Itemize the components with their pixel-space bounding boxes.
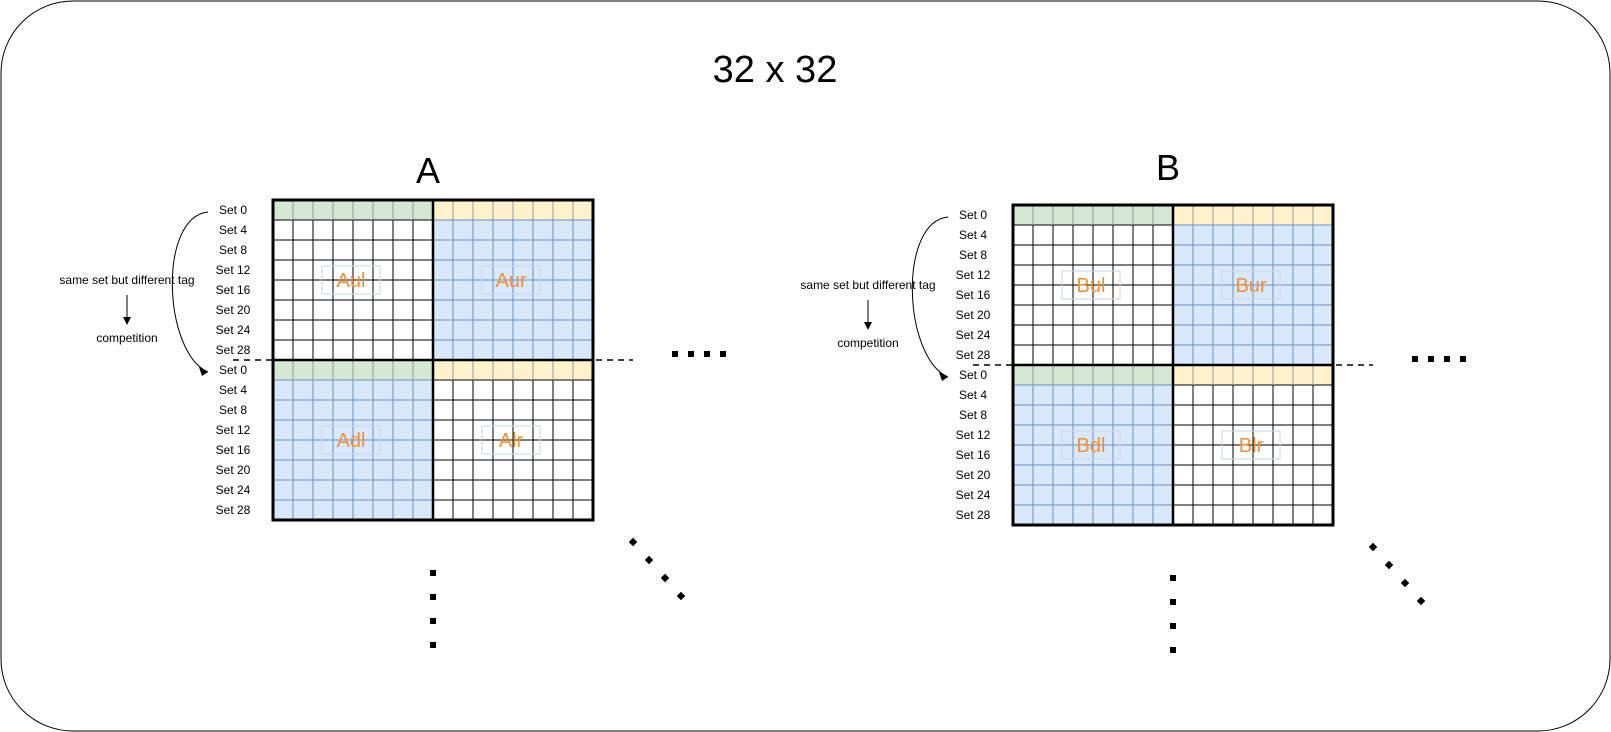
- set-label: Set 24: [216, 483, 251, 497]
- set-label: Set 4: [219, 223, 247, 237]
- quadrant-blr: Blr: [1173, 365, 1333, 525]
- ellipsis-dot: [1400, 578, 1410, 588]
- quadrant-label-box: [1061, 270, 1121, 300]
- annotation-competition: competition: [96, 331, 157, 345]
- quadrant-label: Alr: [499, 430, 524, 452]
- ellipsis-dot: [1170, 599, 1176, 605]
- quadrant-bur: Bur: [1173, 205, 1333, 365]
- quadrant-label-box: [1061, 430, 1121, 460]
- quadrant-label-box: [321, 425, 381, 455]
- annotation-same-set: same set but different tag: [800, 278, 935, 292]
- quadrant-label: Bdl: [1077, 435, 1106, 457]
- annotation-same-set: same set but different tag: [59, 273, 194, 287]
- ellipsis-dot: [676, 591, 686, 601]
- ellipsis-dot: [704, 351, 710, 357]
- quadrant-label: Adl: [337, 430, 366, 452]
- ellipsis-dot: [660, 573, 670, 583]
- set-label: Set 8: [219, 403, 247, 417]
- ellipsis-dot: [720, 351, 726, 357]
- set-label: Set 0: [219, 363, 247, 377]
- quadrant-label: Aur: [495, 270, 526, 292]
- quadrant-label-box: [481, 425, 541, 455]
- ellipsis-dot: [430, 594, 436, 600]
- diagram-title: 32 x 32: [713, 49, 838, 91]
- set-label: Set 24: [216, 323, 251, 337]
- ellipsis-dot: [1444, 356, 1450, 362]
- set-label: Set 12: [216, 263, 251, 277]
- set-label: Set 8: [959, 408, 987, 422]
- ellipsis-dot: [1170, 647, 1176, 653]
- ellipsis-dot: [1170, 623, 1176, 629]
- ellipsis-dot: [1460, 356, 1466, 362]
- set-label: Set 0: [959, 208, 987, 222]
- set-label: Set 4: [959, 388, 987, 402]
- set-label: Set 20: [956, 468, 991, 482]
- set-label: Set 16: [956, 288, 991, 302]
- quadrant-bdl: Bdl: [1013, 365, 1173, 525]
- ellipsis-dot: [1384, 560, 1394, 570]
- quadrant-label-box: [321, 265, 381, 295]
- set-label: Set 16: [956, 448, 991, 462]
- ellipsis-dot: [1412, 356, 1418, 362]
- ellipsis-dot: [1416, 596, 1426, 606]
- ellipsis-dot: [430, 618, 436, 624]
- set-label: Set 12: [956, 268, 991, 282]
- set-label: Set 4: [219, 383, 247, 397]
- matrix-title: B: [1156, 147, 1180, 188]
- ellipsis-dot: [430, 642, 436, 648]
- ellipsis-dot: [1428, 356, 1434, 362]
- ellipsis-dot: [672, 351, 678, 357]
- set-label: Set 8: [219, 243, 247, 257]
- quadrant-aur: Aur: [433, 200, 593, 360]
- competition-curve-arrow: [171, 211, 209, 373]
- set-label: Set 0: [219, 203, 247, 217]
- quadrant-label: Aul: [337, 270, 366, 292]
- quadrant-label-box: [1221, 430, 1281, 460]
- ellipsis-dot: [644, 555, 654, 565]
- set-label: Set 12: [956, 428, 991, 442]
- set-label: Set 24: [956, 328, 991, 342]
- quadrant-label: Bur: [1235, 275, 1266, 297]
- set-label: Set 16: [216, 283, 251, 297]
- set-label: Set 28: [956, 508, 991, 522]
- ellipsis-dot: [1368, 542, 1378, 552]
- set-label: Set 28: [216, 503, 251, 517]
- set-label: Set 8: [959, 248, 987, 262]
- quadrant-adl: Adl: [273, 360, 433, 520]
- set-label: Set 28: [956, 348, 991, 362]
- quadrant-label-box: [1221, 270, 1281, 300]
- ellipsis-dot: [688, 351, 694, 357]
- set-label: Set 4: [959, 228, 987, 242]
- set-label: Set 20: [216, 463, 251, 477]
- set-label: Set 0: [959, 368, 987, 382]
- annotation-competition: competition: [837, 336, 898, 350]
- ellipsis-dot: [628, 537, 638, 547]
- quadrant-aul: Aul: [273, 200, 433, 360]
- set-label: Set 16: [216, 443, 251, 457]
- ellipsis-dot: [1170, 575, 1176, 581]
- ellipsis-dot: [430, 570, 436, 576]
- quadrant-label-box: [481, 265, 541, 295]
- quadrant-alr: Alr: [433, 360, 593, 520]
- set-label: Set 12: [216, 423, 251, 437]
- quadrant-label: Bul: [1077, 275, 1106, 297]
- set-label: Set 28: [216, 343, 251, 357]
- quadrant-label: Blr: [1239, 435, 1264, 457]
- competition-curve-arrow: [911, 216, 949, 378]
- matrix-title: A: [416, 150, 440, 191]
- quadrant-bul: Bul: [1013, 205, 1173, 365]
- set-label: Set 24: [956, 488, 991, 502]
- set-label: Set 20: [956, 308, 991, 322]
- set-label: Set 20: [216, 303, 251, 317]
